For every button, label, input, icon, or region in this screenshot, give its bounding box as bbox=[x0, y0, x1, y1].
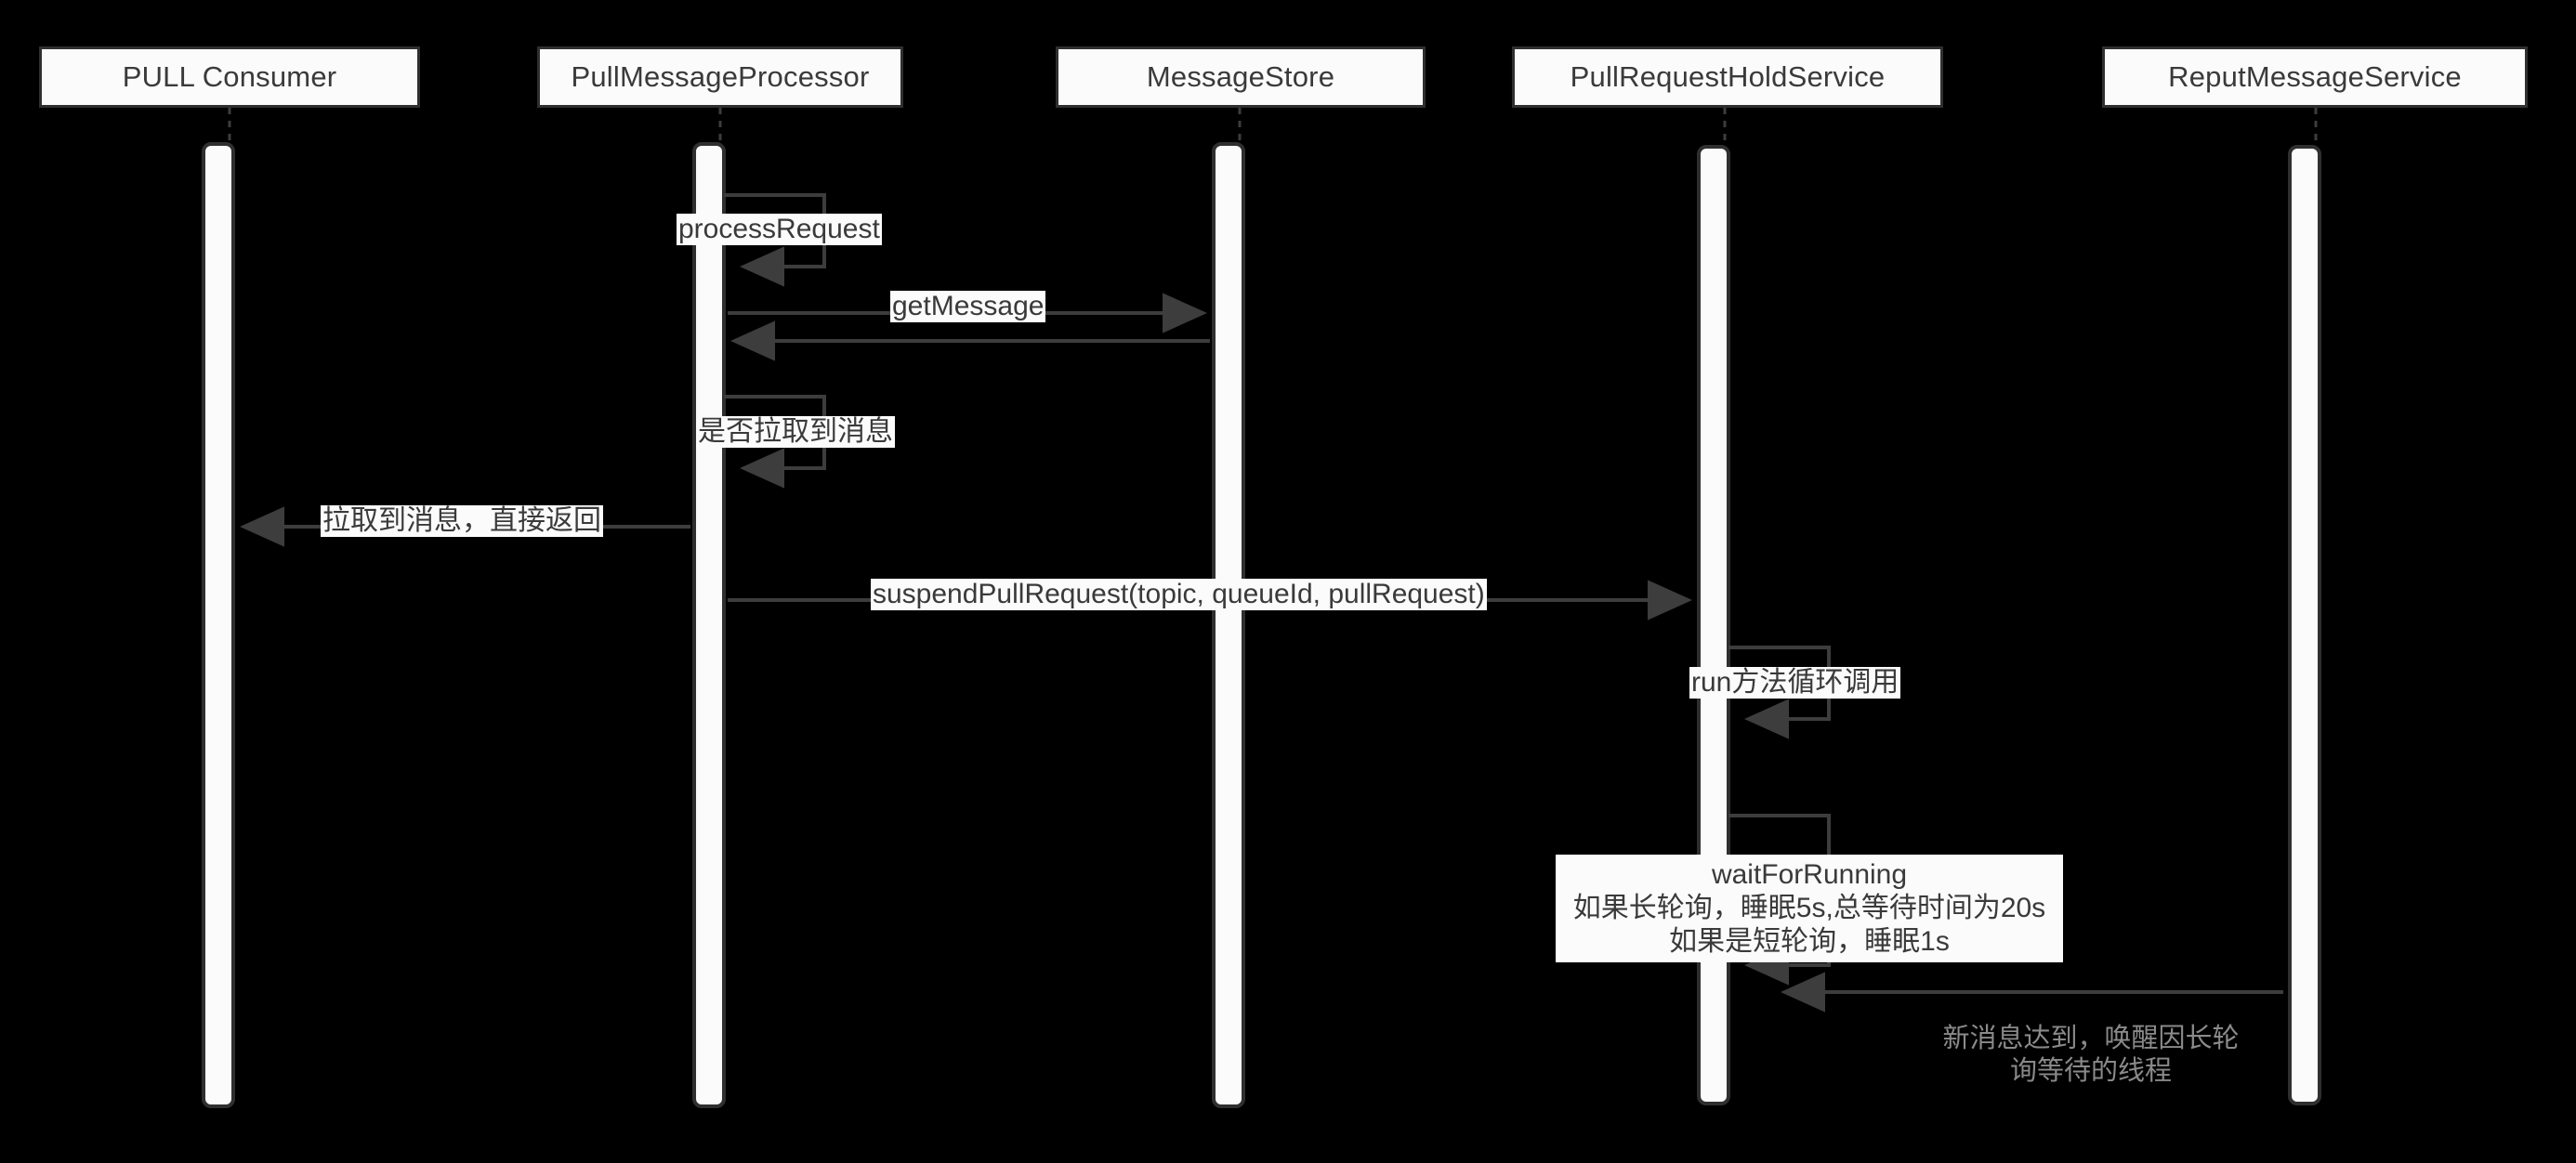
message-label-processrequest: processRequest bbox=[677, 214, 882, 245]
activation-bar-consumer bbox=[202, 142, 235, 1108]
participant-header-store[interactable]: MessageStore bbox=[1056, 46, 1426, 108]
participant-label-reput: ReputMessageService bbox=[2168, 60, 2462, 93]
message-label-suspendpullrequest: suspendPullRequest(topic, queueId, pullR… bbox=[871, 579, 1487, 610]
lifeline-dashes bbox=[228, 108, 2318, 147]
participant-header-hold[interactable]: PullRequestHoldService bbox=[1512, 46, 1943, 108]
participant-header-consumer[interactable]: PULL Consumer bbox=[39, 46, 420, 108]
message-label-has-message: 是否拉取到消息 bbox=[696, 416, 895, 448]
activation-bars bbox=[202, 142, 2321, 1108]
activation-bar-processor bbox=[692, 142, 726, 1108]
message-label-waitforrunning: waitForRunning 如果长轮询，睡眠5s,总等待时间为20s 如果是短… bbox=[1556, 855, 2063, 962]
message-label-run-loop: run方法循环调用 bbox=[1689, 667, 1901, 699]
activation-bar-reput bbox=[2288, 145, 2321, 1105]
participant-label-processor: PullMessageProcessor bbox=[571, 60, 870, 93]
participant-header-reput[interactable]: ReputMessageService bbox=[2102, 46, 2528, 108]
message-label-direct-return: 拉取到消息，直接返回 bbox=[321, 505, 603, 537]
participant-label-consumer: PULL Consumer bbox=[122, 60, 337, 93]
message-label-wakeup: 新消息达到，唤醒因长轮 询等待的线程 bbox=[1942, 1024, 2240, 1087]
activation-bar-store bbox=[1212, 142, 1245, 1108]
participant-label-store: MessageStore bbox=[1146, 60, 1335, 93]
participant-label-hold: PullRequestHoldService bbox=[1570, 60, 1886, 93]
participant-header-processor[interactable]: PullMessageProcessor bbox=[537, 46, 903, 108]
message-label-getmessage: getMessage bbox=[890, 291, 1046, 322]
